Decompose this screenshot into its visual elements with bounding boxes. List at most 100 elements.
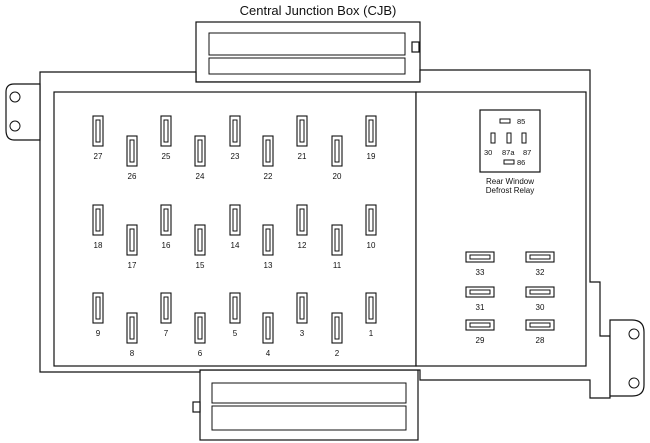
- fuse-number: 20: [333, 172, 342, 181]
- fuse-number: 13: [264, 261, 273, 270]
- fuse-number: 32: [536, 268, 545, 277]
- fuse-number: 19: [367, 152, 376, 161]
- diagram-title: Central Junction Box (CJB): [240, 3, 397, 18]
- fuse-number: 2: [335, 349, 340, 358]
- fuse-slot: 18: [92, 204, 104, 250]
- relay-label-line2: Defrost Relay: [486, 186, 534, 195]
- fuse-number: 3: [300, 329, 305, 338]
- fuse-element: [163, 119, 169, 143]
- fuse-element: [368, 208, 374, 232]
- relay-pin-label: 86: [517, 158, 525, 167]
- fuse-number: 11: [333, 261, 342, 270]
- fuse-slot: 21: [296, 115, 308, 161]
- fuse-number: 33: [476, 268, 485, 277]
- fuse-number: 17: [128, 261, 137, 270]
- fuse-number: 15: [196, 261, 205, 270]
- fuse-element: [469, 322, 491, 328]
- fuse-number: 4: [266, 349, 271, 358]
- fuse-slot: 19: [365, 115, 377, 161]
- relay-label-line1: Rear Window: [486, 177, 534, 186]
- fuse-slot: 2: [331, 312, 343, 358]
- fuse-number: 10: [367, 241, 376, 250]
- fuse-number: 26: [128, 172, 137, 181]
- fuse-element: [529, 254, 551, 260]
- fuse-slot: 9: [92, 292, 104, 338]
- fuse-slot: 28: [525, 319, 555, 345]
- relay-pin-label: 30: [484, 148, 492, 157]
- fuse-element: [163, 296, 169, 320]
- fuse-element: [334, 316, 340, 340]
- fuse-slot: 30: [525, 286, 555, 312]
- fuse-slot: 31: [465, 286, 495, 312]
- fuse-slot: 23: [229, 115, 241, 161]
- fuse-number: 5: [233, 329, 238, 338]
- fuse-slot: 13: [262, 224, 274, 270]
- fuse-slot: 1: [365, 292, 377, 338]
- relay-pin-label: 85: [517, 117, 525, 126]
- fuse-slot: 25: [160, 115, 172, 161]
- fuse-element: [129, 228, 135, 252]
- fuse-element: [265, 228, 271, 252]
- horizontal-fuse-group: 33 32 31 30 29 28: [465, 251, 555, 345]
- fuse-element: [232, 296, 238, 320]
- fuse-element: [95, 296, 101, 320]
- fuse-slot: 14: [229, 204, 241, 250]
- fuse-number: 18: [94, 241, 103, 250]
- fuse-element: [529, 289, 551, 295]
- fuse-number: 30: [536, 303, 545, 312]
- fuse-element: [265, 139, 271, 163]
- fuse-element: [129, 139, 135, 163]
- fuse-element: [299, 296, 305, 320]
- fuse-number: 27: [94, 152, 103, 161]
- relay-pin-label: 87: [523, 148, 531, 157]
- fuse-element: [95, 208, 101, 232]
- fuse-slot: 16: [160, 204, 172, 250]
- fuse-number: 8: [130, 349, 135, 358]
- fuse-number: 22: [264, 172, 273, 181]
- top-connector: [195, 21, 421, 83]
- fuse-element: [469, 289, 491, 295]
- fuse-element: [95, 119, 101, 143]
- fuse-element: [529, 322, 551, 328]
- fuse-element: [334, 228, 340, 252]
- fuse-number: 28: [536, 336, 545, 345]
- fuse-slot: 12: [296, 204, 308, 250]
- fuse-number: 9: [96, 329, 101, 338]
- fuse-slot: 10: [365, 204, 377, 250]
- relay-pin-30-slot: [490, 132, 496, 144]
- fuse-number: 7: [164, 329, 169, 338]
- fuse-element: [299, 119, 305, 143]
- fuse-slot: 8: [126, 312, 138, 358]
- fuse-element: [368, 296, 374, 320]
- fuse-slot: 5: [229, 292, 241, 338]
- fuse-number: 25: [162, 152, 171, 161]
- fuse-slot: 27: [92, 115, 104, 161]
- fuse-number: 1: [369, 329, 374, 338]
- fuse-slot: 17: [126, 224, 138, 270]
- fuse-slot: 26: [126, 135, 138, 181]
- fuse-slot: 15: [194, 224, 206, 270]
- fuse-element: [197, 316, 203, 340]
- fuse-element: [265, 316, 271, 340]
- fuse-slot: 33: [465, 251, 495, 277]
- bottom-connector: [192, 369, 419, 441]
- fuse-slot: 24: [194, 135, 206, 181]
- fuse-element: [334, 139, 340, 163]
- fuse-element: [368, 119, 374, 143]
- fuse-number: 23: [231, 152, 240, 161]
- fuse-slot: 4: [262, 312, 274, 358]
- relay-pin-86-slot: [503, 159, 515, 165]
- fuse-element: [129, 316, 135, 340]
- fuse-slot: 11: [331, 224, 343, 270]
- fuse-number: 29: [476, 336, 485, 345]
- relay-pin-87a-slot: [506, 132, 512, 144]
- fuse-number: 21: [298, 152, 307, 161]
- fuse-slot: 32: [525, 251, 555, 277]
- fuse-element: [163, 208, 169, 232]
- fuse-element: [299, 208, 305, 232]
- fuse-slot: 29: [465, 319, 495, 345]
- fuse-number: 12: [298, 241, 307, 250]
- fuse-element: [232, 119, 238, 143]
- fuse-slot: 22: [262, 135, 274, 181]
